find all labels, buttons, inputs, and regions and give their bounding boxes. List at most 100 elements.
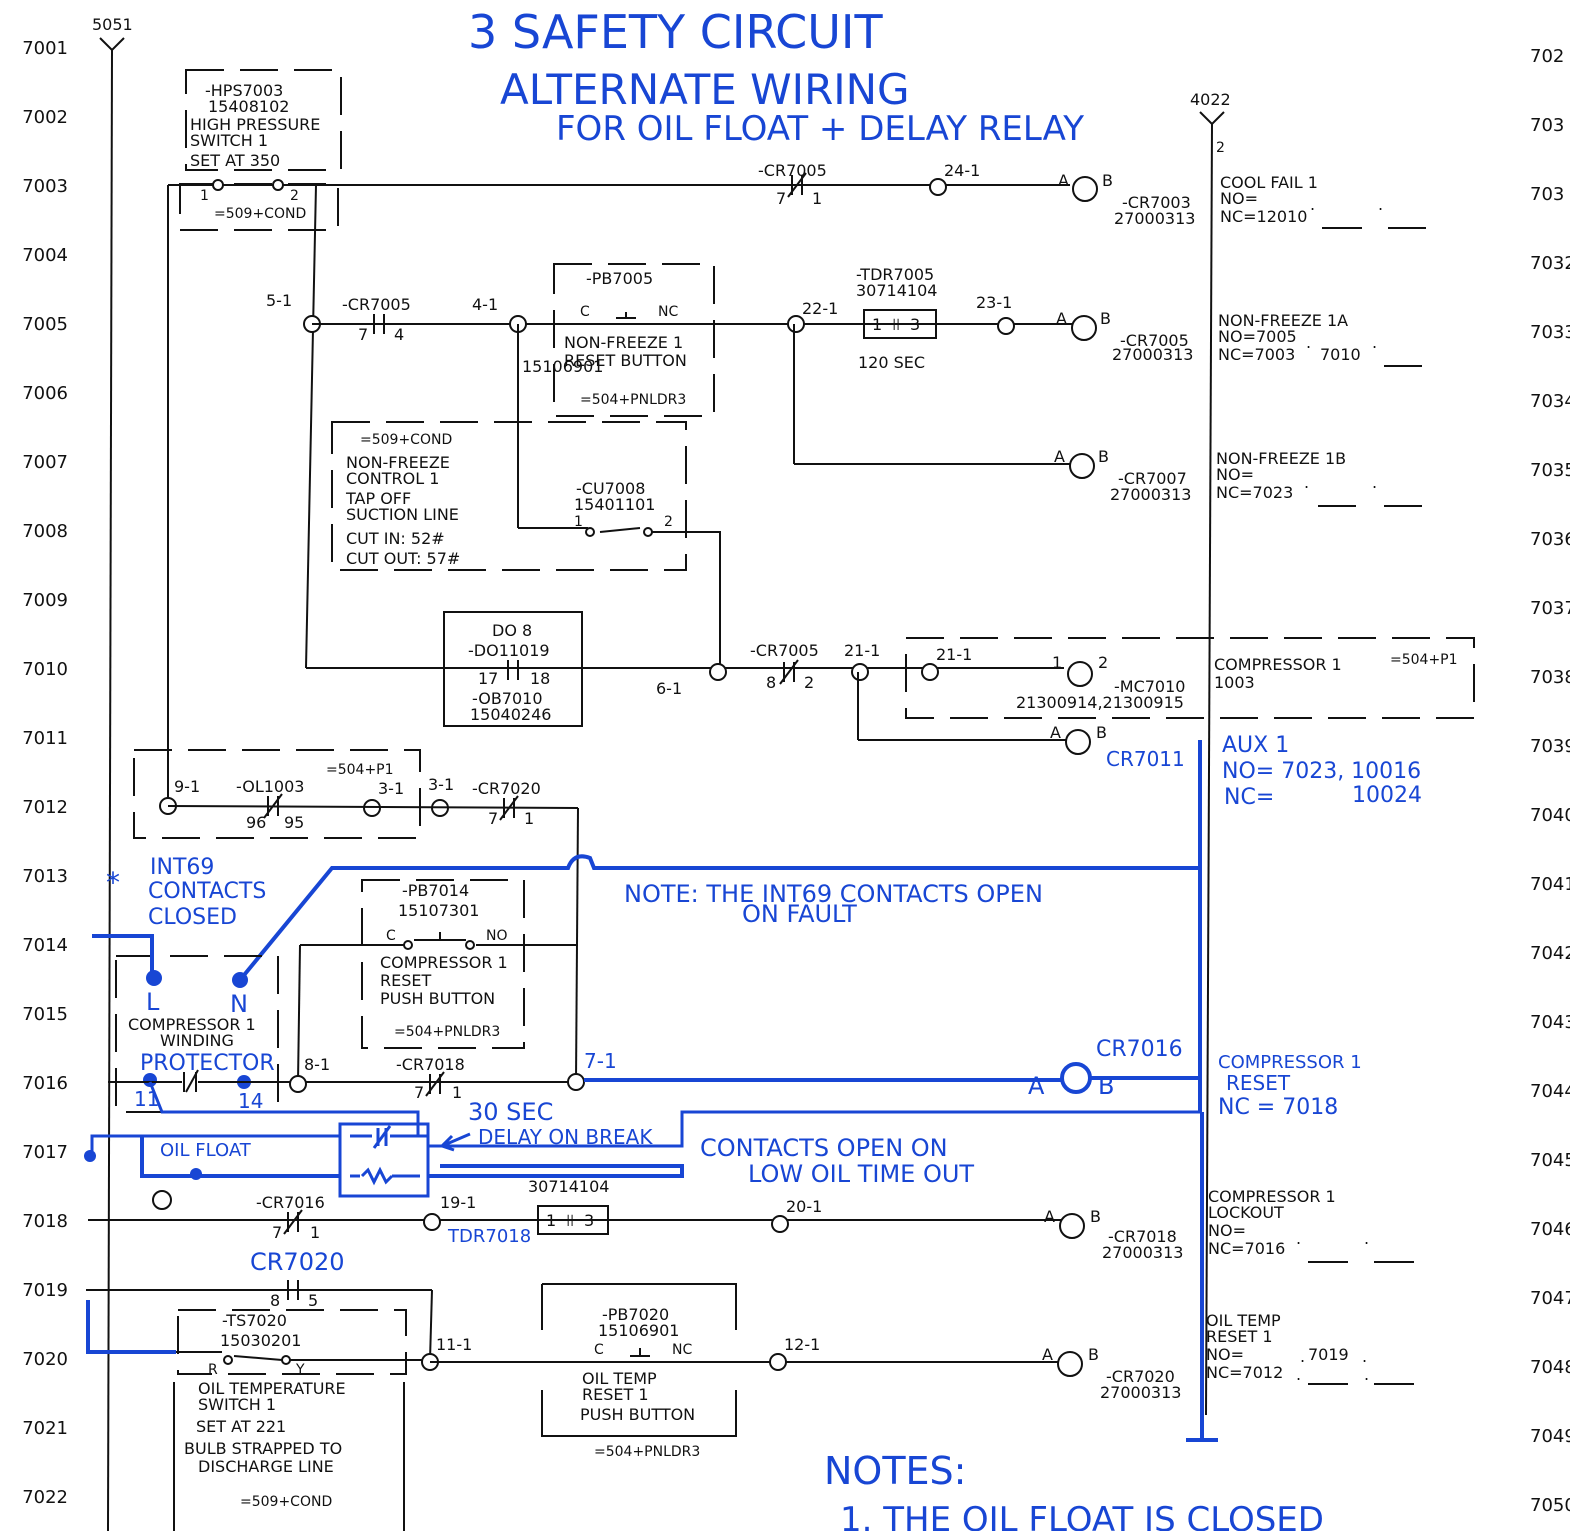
row-number-left: 7013 [22,866,68,887]
cr7005-r10-contact [779,659,799,685]
tdr7005-part: 30714104 [856,281,937,300]
do8-ob: -OB7010 [472,689,543,708]
cr7020-x0: . [1300,1347,1305,1366]
pb7020-enclosure [541,1283,737,1437]
cr7011-coil [1065,729,1091,755]
nfc-line-3: TAP OFF [345,489,411,508]
protector-desc-1: COMPRESSOR 1 [128,1015,256,1034]
ol1003-loc: =504+P1 [326,762,394,778]
row-number-right: 7046 [1530,1219,1570,1240]
pb7020-desc-2: RESET 1 [582,1385,649,1404]
row-number-left: 7017 [22,1142,68,1163]
mc7010-name: COMPRESSOR 1 [1214,655,1342,674]
oil-float-left-dot [84,1150,96,1162]
cr7020-name-1: OIL TEMP [1206,1311,1281,1330]
cr7016-name-1: COMPRESSOR 1 [1218,1052,1362,1073]
cr7005-r3-contact [787,172,807,198]
mc7010-coil [1067,661,1093,687]
wire-5051-label: 5051 [92,15,133,34]
cr7005-x1: . [1306,333,1311,352]
cr7020-coil-tag: -CR7020 [1106,1367,1175,1386]
do8-tag: -DO11019 [468,641,550,660]
row-numbers-left: 7001700270037004700570067007700870097010… [22,38,68,1508]
pb7014-enclosure [361,879,525,1049]
cr7018-r16-tag: -CR7018 [396,1055,465,1074]
mc7010-loc: =504+P1 [1390,652,1458,668]
node-23-1-terminal [997,317,1015,335]
title-line-2: ALTERNATE WIRING [500,65,910,114]
cr7005-r5-tag: -CR7005 [342,295,411,314]
wire-4022-label: 4022 [1190,90,1231,109]
cr7018-a: A [1044,1207,1055,1226]
do8-n1: 17 [478,669,498,688]
node-5-1: 5-1 [266,291,292,310]
do8-label: DO 8 [492,621,532,640]
pb7014-contact [300,932,578,946]
node-21-1a: 21-1 [844,641,880,660]
cu7008-tag: -CU7008 [576,479,645,498]
protector-desc-2: WINDING [160,1031,234,1050]
ts7020-desc-4: BULB STRAPPED TO [184,1439,342,1458]
int69-star: * [106,866,120,899]
cr7020-r12-n2: 1 [524,809,534,828]
row-number-left: 7002 [22,107,68,128]
pb7020-loc: =504+PNLDR3 [594,1444,700,1460]
cr7018-x2: . [1364,1229,1369,1248]
cr7007-nc: NC=7023 [1216,483,1293,502]
row-number-right: 7050 [1530,1495,1570,1516]
cr7007-a: A [1054,447,1065,466]
cr7018-x1: . [1296,1229,1301,1248]
hps7003-t1: 1 [200,188,209,204]
node-20-1-terminal [771,1215,789,1233]
row-number-right: 7033 [1530,322,1570,343]
row-number-left: 7007 [22,452,68,473]
ts7020-contact [176,1351,430,1361]
cr7003-name: COOL FAIL 1 [1220,173,1318,192]
oil-float-terminal [190,1168,202,1180]
ol1003-enclosure [133,749,421,839]
pb7005-enclosure [553,263,715,417]
cr7005-coil [1071,315,1097,341]
row-number-left: 7004 [22,245,68,266]
do8-box [443,611,583,727]
int69-note-2: ON FAULT [742,900,857,928]
row-number-left: 7020 [22,1349,68,1370]
ts7020-desc-2: SWITCH 1 [198,1395,276,1414]
row-number-left: 7010 [22,659,68,680]
cr7018-part: 27000313 [1102,1243,1183,1262]
wire-row-7019-drop [429,1289,433,1361]
blue-protector-jumper [148,1081,420,1136]
cr7020-x2: . [1364,1365,1369,1384]
blue-left-rail-tail [86,1300,176,1354]
cr7018-nc: NC=7016 [1208,1239,1285,1258]
cr7018-r16-contact [425,1071,445,1097]
pb7005-desc-1: NON-FREEZE 1 [564,333,683,352]
cr7018-no: NO= [1208,1221,1246,1240]
cr7016-r18-tag: -CR7016 [256,1193,325,1212]
row-number-right: 7040 [1530,805,1570,826]
left-rail-arrow [99,37,125,52]
pb7020-desc-3: PUSH BUTTON [580,1405,695,1424]
nfc-enclosure [331,421,687,571]
right-neutral-rail [1205,123,1213,1416]
row-number-right: 7038 [1530,667,1570,688]
blue-row-7016 [584,1076,1200,1082]
cr7018-r16-n2: 1 [452,1083,462,1102]
cr7003-b: B [1102,171,1113,190]
cr7016-r18-hand: CR7020 [250,1248,345,1276]
int69-line-2: CONTACTS [148,879,266,904]
cr7003-part: 27000313 [1114,209,1195,228]
ol1003-n1: 96 [246,813,266,832]
node-12-1-terminal [769,1353,787,1371]
int69-line-1: INT69 [150,855,214,880]
cr7020-a: A [1042,1345,1053,1364]
delay-arrow [440,1132,471,1152]
row-number-right: 7049 [1530,1426,1570,1447]
notes-heading: NOTES: [824,1449,966,1493]
cu7008-t2: 2 [664,514,673,530]
cr7003-coil [1072,176,1098,202]
hps7003-desc-2: SWITCH 1 [190,131,268,150]
row-number-left: 7005 [22,314,68,335]
protector-n-terminal [232,972,248,988]
